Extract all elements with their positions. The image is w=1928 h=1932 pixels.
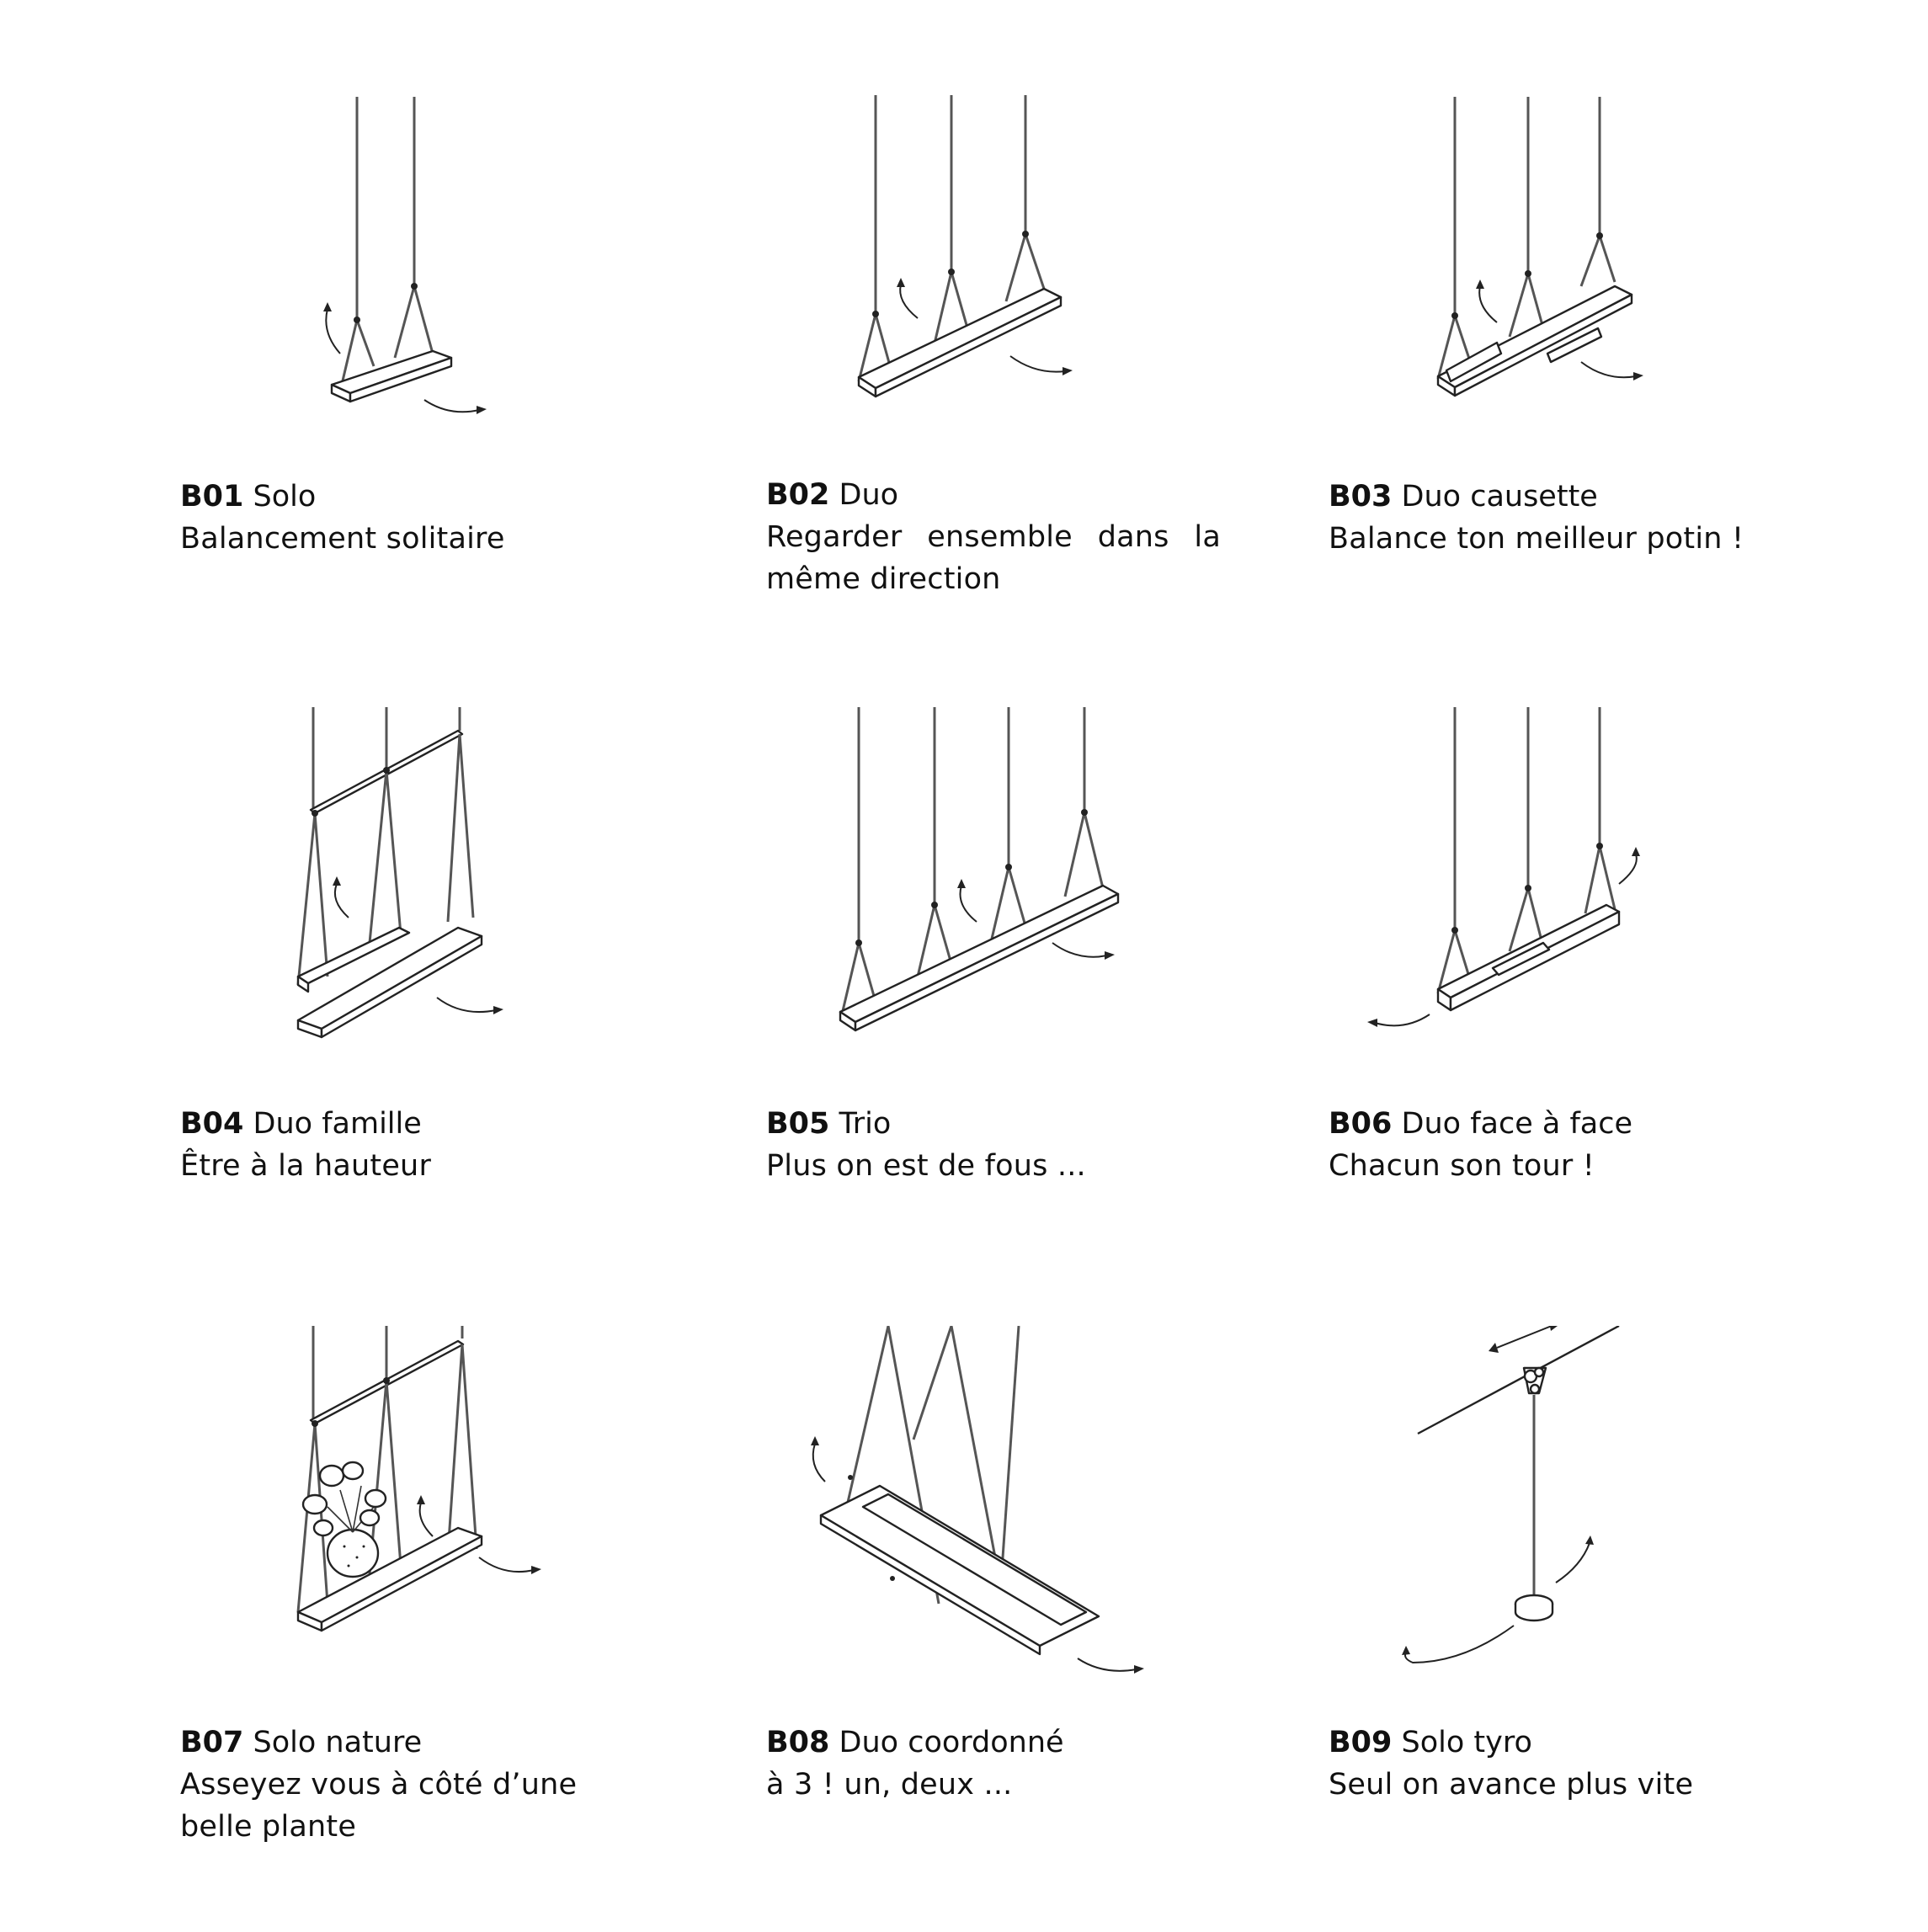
item-description: à 3 ! un, deux ... (766, 1768, 1013, 1802)
item-description: Asseyez vous à côté d’une belle plante (180, 1768, 578, 1844)
item-name: Solo nature (253, 1726, 423, 1759)
item-code: B09 (1329, 1726, 1393, 1759)
item-description: Plus on est de fous ... (766, 1149, 1086, 1183)
swing-illustration-b04 (180, 707, 736, 1094)
item-code: B06 (1329, 1107, 1393, 1141)
item-name: Duo famille (253, 1107, 422, 1141)
swing-card-b05: B05 Trio Plus on est de fous ... (766, 707, 1322, 1313)
item-name: Solo tyro (1401, 1726, 1532, 1759)
item-code: B05 (766, 1107, 830, 1141)
item-code: B03 (1329, 480, 1393, 514)
item-description: Seul on avance plus vite (1329, 1768, 1694, 1802)
swing-illustration-b08 (766, 1326, 1322, 1713)
swing-illustration-b03 (1329, 80, 1884, 467)
swing-card-b02: B02 Duo Regarder ensemble dans la même d… (766, 78, 1322, 684)
swing-card-b07: B07 Solo nature Asseyez vous à côté d’un… (180, 1326, 736, 1932)
item-code: B01 (180, 480, 244, 514)
swing-illustration-b07 (180, 1326, 736, 1713)
item-description: Balance ton meilleur potin ! (1329, 522, 1744, 556)
item-name: Duo coordonné (839, 1726, 1064, 1759)
item-description: Être à la hauteur (180, 1149, 432, 1183)
swing-card-b08: B08 Duo coordonné à 3 ! un, deux ... (766, 1326, 1322, 1932)
swing-illustration-b01 (180, 80, 736, 467)
swing-illustration-b09 (1329, 1326, 1884, 1713)
item-name: Solo (253, 480, 317, 514)
item-code: B02 (766, 478, 830, 512)
item-code: B07 (180, 1726, 244, 1759)
swing-illustration-b06 (1329, 707, 1884, 1094)
item-name: Duo causette (1401, 480, 1598, 514)
swing-card-b03: B03 Duo causette Balance ton meilleur po… (1329, 80, 1884, 686)
swing-card-b01: B01 Solo Balancement solitaire (180, 80, 736, 686)
item-name: Trio (839, 1107, 892, 1141)
item-description: Regarder ensemble dans la même direction (766, 520, 1221, 596)
swing-card-b09: B09 Solo tyro Seul on avance plus vite (1329, 1326, 1884, 1932)
item-code: B08 (766, 1726, 830, 1759)
swing-illustration-b02 (766, 78, 1322, 466)
item-description: Balancement solitaire (180, 522, 505, 556)
item-name: Duo (839, 478, 899, 512)
item-description: Chacun son tour ! (1329, 1149, 1595, 1183)
item-code: B04 (180, 1107, 244, 1141)
swing-illustration-b05 (766, 707, 1322, 1094)
item-name: Duo face à face (1401, 1107, 1632, 1141)
swing-card-b06: B06 Duo face à face Chacun son tour ! (1329, 707, 1884, 1313)
swing-card-b04: B04 Duo famille Être à la hauteur (180, 707, 736, 1313)
